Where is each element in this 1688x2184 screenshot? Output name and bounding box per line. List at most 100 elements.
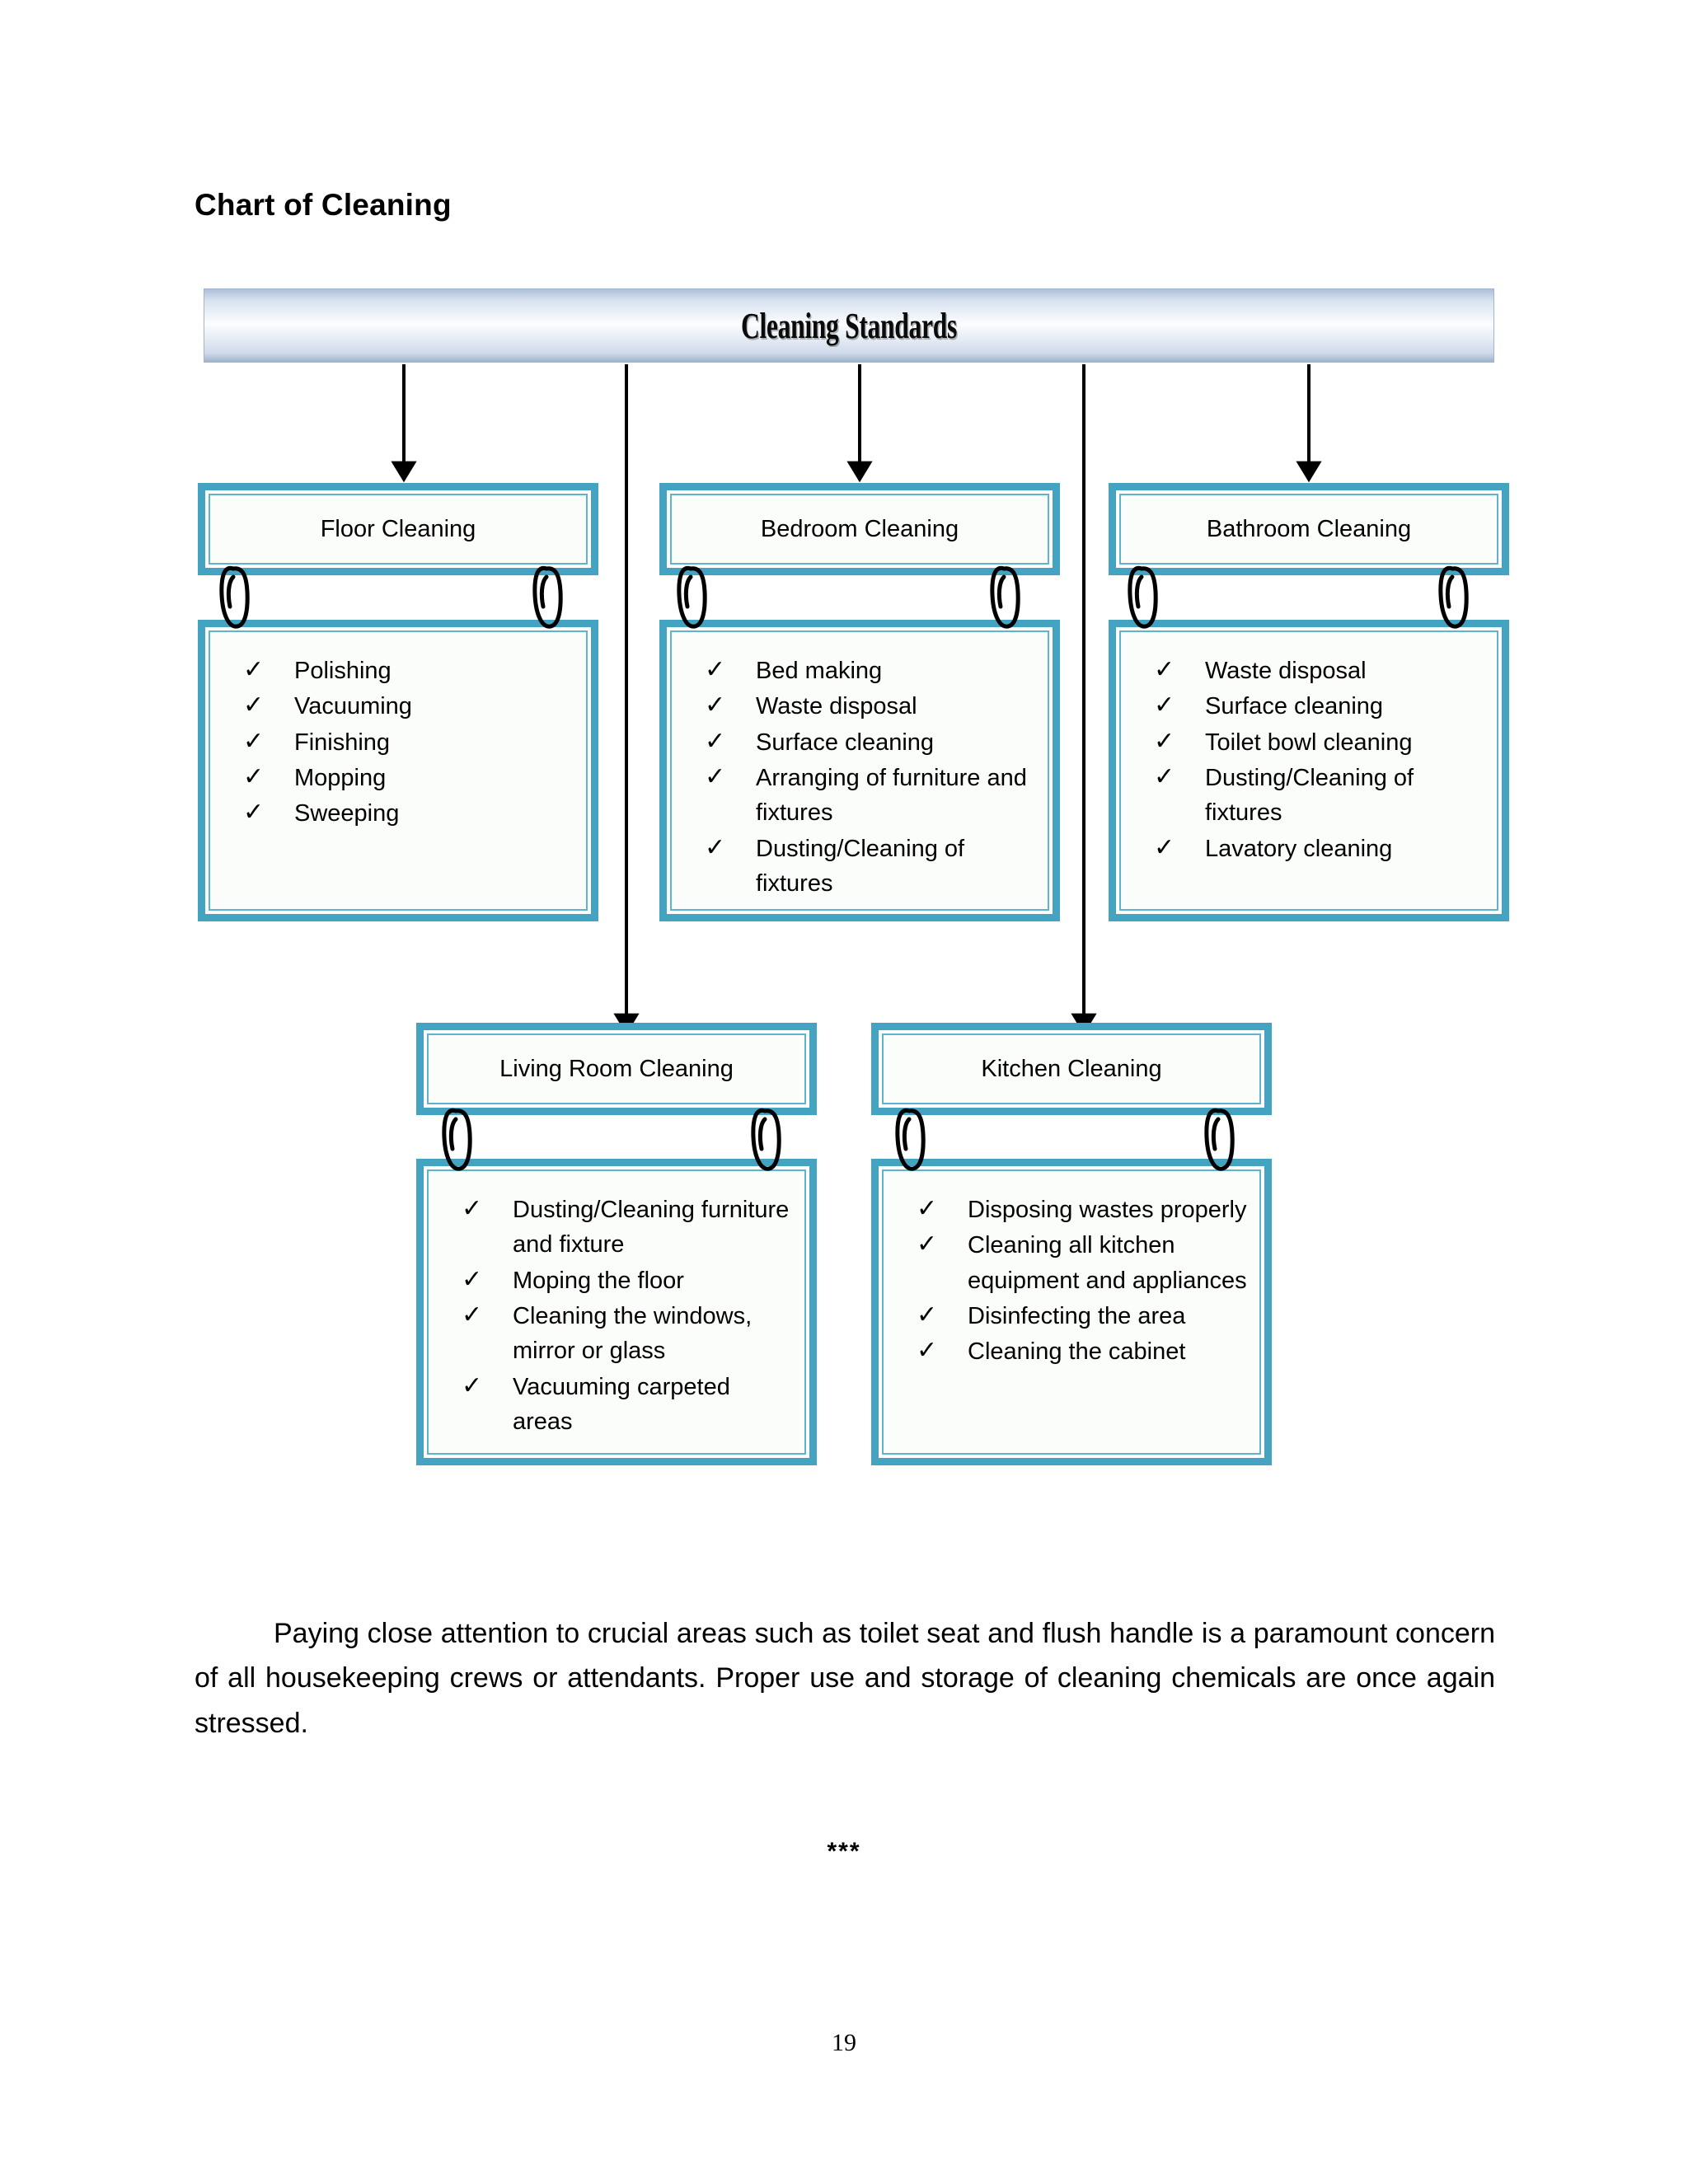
node-frame-inner: ✓Waste disposal ✓Surface cleaning ✓Toile… [1119, 630, 1498, 911]
list-item-label: Surface cleaning [756, 729, 935, 756]
staple-tail-icon [757, 1117, 767, 1151]
check-icon: ✓ [462, 1371, 483, 1400]
check-icon: ✓ [705, 655, 726, 684]
staple-icon [1128, 565, 1158, 629]
check-icon: ✓ [705, 691, 726, 720]
check-icon: ✓ [462, 1194, 483, 1223]
node-bathroom-header[interactable]: Bathroom Cleaning [1109, 483, 1509, 575]
node-floor-header[interactable]: Floor Cleaning [198, 483, 598, 575]
list-item-label: Bed making [756, 658, 883, 684]
diagram-root-banner: Cleaning Standards [204, 288, 1494, 363]
list-item-label: Cleaning the windows, mirror or glass [513, 1302, 753, 1365]
list-item-label: Vacuuming [294, 693, 412, 720]
section-end-marker: *** [827, 1838, 861, 1865]
node-frame: Living Room Cleaning [416, 1023, 817, 1115]
node-floor-list[interactable]: ✓ Polishing ✓ Vacuuming ✓Finishing ✓Moppin… [198, 620, 598, 921]
list-item-label: Surface cleaning [1205, 693, 1384, 720]
list-item-label: Dusting/Cleaning of fixtures [756, 835, 965, 897]
check-icon: ✓ [705, 762, 726, 791]
list-item: ✓Dusting/Cleaning of fixtures [1149, 761, 1485, 831]
list-item: ✓ Vacuuming carpeted areas [457, 1370, 793, 1440]
node-bedroom-list[interactable]: ✓ Bed making ✓ Waste disposal ✓ Surface cle… [659, 620, 1060, 921]
check-icon: ✓ [243, 691, 265, 720]
list-item-label: Mopping [294, 764, 387, 791]
list-item: ✓ Moping the floor [457, 1263, 793, 1298]
node-frame: Bedroom Cleaning [659, 483, 1060, 575]
list-item: ✓ Polishing [238, 654, 574, 688]
node-frame: ✓Dusting/Cleaning furniture and fixture … [416, 1159, 817, 1465]
list-item-label: Toilet bowl cleaning [1205, 729, 1413, 756]
list-item: ✓Finishing [238, 725, 574, 760]
node-title-kitchen: Kitchen Cleaning [981, 1055, 1162, 1082]
checklist-kitchen: ✓ Disposing wastes properly ✓ Cleaning all… [884, 1171, 1259, 1379]
staple-tail-icon [226, 574, 236, 609]
node-title-bedroom: Bedroom Cleaning [760, 515, 959, 542]
checklist-living-room: ✓Dusting/Cleaning furniture and fixture … [429, 1171, 804, 1448]
staple-tail-icon [539, 574, 549, 609]
check-icon: ✓ [917, 1230, 938, 1259]
staple-tail-icon [448, 1117, 458, 1151]
list-item-label: Finishing [294, 729, 391, 756]
list-item: ✓Mopping [238, 761, 574, 795]
list-item: ✓ Disinfecting the area [912, 1299, 1248, 1333]
list-item: ✓Toilet bowl cleaning [1149, 725, 1485, 760]
list-item-label: Waste disposal [756, 693, 917, 720]
list-item: ✓ Disposing wastes properly [912, 1193, 1248, 1227]
checklist-bedroom: ✓ Bed making ✓ Waste disposal ✓ Surface cle… [672, 632, 1048, 910]
page-number: 19 [832, 2029, 856, 2056]
check-icon: ✓ [917, 1194, 938, 1223]
check-icon: ✓ [1154, 655, 1175, 684]
node-frame: ✓ Bed making ✓ Waste disposal ✓ Surface cle… [659, 620, 1060, 921]
check-icon: ✓ [1154, 832, 1175, 862]
list-item: ✓ Cleaning the cabinet [912, 1334, 1248, 1369]
check-icon: ✓ [1154, 691, 1175, 720]
list-item-label: Polishing [294, 658, 392, 684]
node-frame-inner: Bedroom Cleaning [670, 494, 1049, 565]
node-frame-inner: Living Room Cleaning [427, 1033, 806, 1104]
node-living-room-list[interactable]: ✓Dusting/Cleaning furniture and fixture … [416, 1159, 817, 1465]
list-item: ✓Sweeping [238, 796, 574, 831]
list-item-label: Lavatory cleaning [1205, 835, 1393, 862]
node-bathroom-list[interactable]: ✓Waste disposal ✓Surface cleaning ✓Toile… [1109, 620, 1509, 921]
checklist-bathroom: ✓Waste disposal ✓Surface cleaning ✓Toile… [1121, 632, 1497, 875]
check-icon: ✓ [1154, 762, 1175, 791]
node-title-bathroom: Bathroom Cleaning [1206, 515, 1412, 542]
node-frame-inner: Kitchen Cleaning [882, 1033, 1261, 1104]
list-item-label: Disposing wastes properly [968, 1197, 1247, 1223]
checklist-floor: ✓ Polishing ✓ Vacuuming ✓Finishing ✓Moppin… [210, 632, 586, 841]
list-item-label: Dusting/Cleaning furniture and fixture [513, 1197, 790, 1258]
list-item: ✓ Cleaning all kitchen equipment and appl… [912, 1228, 1248, 1298]
node-frame-inner: Bathroom Cleaning [1119, 494, 1498, 565]
check-icon: ✓ [917, 1300, 938, 1329]
staple-tail-icon [1211, 1117, 1221, 1151]
node-frame-inner: ✓ Disposing wastes properly ✓ Cleaning all… [882, 1169, 1261, 1455]
staple-tail-icon [902, 1117, 912, 1151]
check-icon: ✓ [243, 655, 265, 684]
staple-icon [219, 565, 250, 629]
node-living-room-header[interactable]: Living Room Cleaning [416, 1023, 817, 1115]
list-item-label: Arranging of furniture and fixtures [756, 764, 1027, 827]
check-icon: ✓ [917, 1336, 938, 1366]
page-title: Chart of Cleaning [195, 188, 452, 222]
staple-tail-icon [1134, 574, 1144, 609]
list-item: ✓ Vacuuming [238, 689, 574, 724]
node-bedroom-header[interactable]: Bedroom Cleaning [659, 483, 1060, 575]
staple-tail-icon [1445, 574, 1455, 609]
list-item-label: Cleaning the cabinet [968, 1338, 1186, 1366]
list-item: ✓ Arranging of furniture and fixtures [700, 761, 1036, 831]
list-item-label: Disinfecting the area [968, 1302, 1186, 1329]
node-kitchen-list[interactable]: ✓ Disposing wastes properly ✓ Cleaning all… [871, 1159, 1272, 1465]
list-item-label: Cleaning all kitchen equipment and appli… [968, 1232, 1247, 1294]
diagram-root-title: Cleaning Standards [740, 305, 957, 346]
check-icon: ✓ [705, 726, 726, 756]
node-frame-inner: Floor Cleaning [209, 494, 588, 565]
list-item-label: Moping the floor [513, 1267, 684, 1294]
node-frame: Bathroom Cleaning [1109, 483, 1509, 575]
node-kitchen-header[interactable]: Kitchen Cleaning [871, 1023, 1272, 1115]
check-icon: ✓ [462, 1264, 483, 1294]
check-icon: ✓ [462, 1300, 483, 1329]
list-item: ✓ Waste disposal [700, 689, 1036, 724]
list-item: ✓ Bed making [700, 654, 1036, 688]
list-item-label: Vacuuming carpeted areas [513, 1373, 730, 1435]
